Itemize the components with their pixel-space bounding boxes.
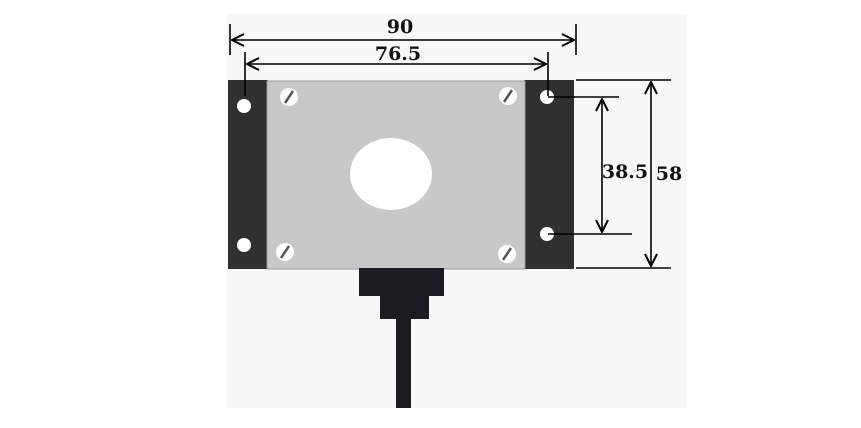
right-bottom-mounting-hole bbox=[540, 227, 554, 241]
left-top-mounting-hole bbox=[237, 99, 251, 113]
overall-width-dimension bbox=[229, 24, 577, 55]
sensor-window bbox=[350, 138, 432, 210]
left-bottom-mounting-hole bbox=[237, 238, 251, 252]
overall-height-dimension bbox=[576, 79, 671, 269]
hole-spacing-horizontal-label: 76.5 bbox=[375, 43, 421, 65]
connector-body bbox=[359, 268, 444, 296]
hole-spacing-horizontal-dimension bbox=[244, 52, 549, 96]
screw-top-left-icon bbox=[280, 88, 298, 106]
overall-width-label: 90 bbox=[387, 16, 413, 38]
right-top-mounting-hole bbox=[540, 90, 554, 104]
hole-spacing-vertical-label: 38.5 bbox=[602, 161, 648, 183]
screw-bottom-left-icon bbox=[276, 243, 294, 261]
hole-spacing-vertical-dimension bbox=[548, 96, 632, 235]
cable bbox=[396, 318, 411, 408]
screw-bottom-right-icon bbox=[498, 245, 516, 263]
overall-height-label: 58 bbox=[656, 163, 682, 185]
connector-neck bbox=[380, 295, 429, 319]
screw-top-right-icon bbox=[499, 87, 517, 105]
